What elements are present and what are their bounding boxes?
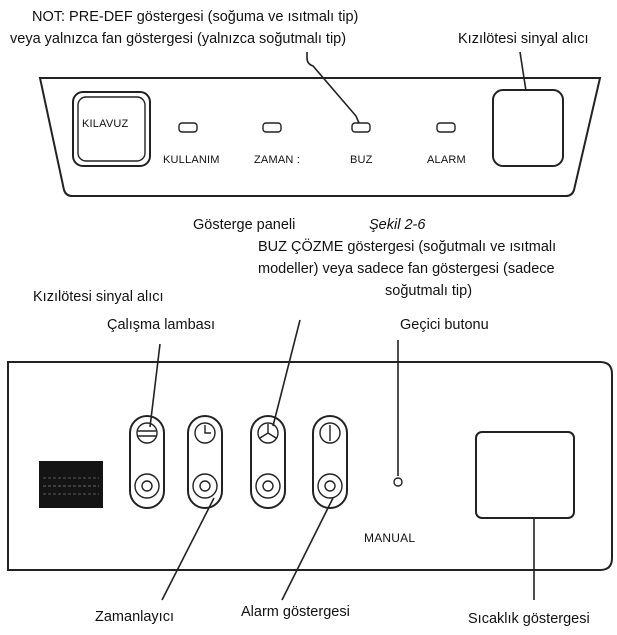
- top-ir-receiver-box: [492, 89, 564, 167]
- leader-alarm: [281, 497, 334, 601]
- lamp-zaman: [262, 122, 282, 133]
- top-panel-outline: [38, 77, 602, 197]
- caption-panel: Gösterge paneli: [193, 217, 296, 233]
- leader-top-ir: [519, 51, 527, 92]
- temporary-button-label: Geçici butonu: [400, 317, 489, 333]
- lamp-alarm: [436, 122, 456, 133]
- operation-lamp-label: Çalışma lambası: [107, 317, 215, 333]
- leader-timer: [161, 497, 215, 601]
- bottom-ir-receiver: [39, 461, 103, 508]
- bottom-ir-receiver-label: Kızılötesi sinyal alıcı: [33, 289, 164, 305]
- lamp-buz: [351, 122, 371, 133]
- pill-timer: [187, 415, 223, 509]
- caption-figure: Şekil 2-6: [369, 217, 426, 233]
- timer-label: Zamanlayıcı: [95, 609, 174, 625]
- alarm-label: Alarm göstergesi: [241, 604, 350, 620]
- lamp-kullanim: [178, 122, 198, 133]
- defrost-note-line2: modeller) veya sadece fan göstergesi (sa…: [258, 261, 555, 277]
- guide-button-outer: [72, 91, 151, 167]
- pill-defrost: [250, 415, 286, 509]
- pill-operation: [129, 415, 165, 509]
- guide-button-label: KILAVUZ: [82, 118, 129, 130]
- temperature-label: Sıcaklık göstergesi: [468, 611, 590, 627]
- top-note-line2: veya yalnızca fan göstergesi (yalnızca s…: [10, 31, 347, 47]
- lamp-label-buz: BUZ: [350, 154, 373, 166]
- pill-alarm: [312, 415, 348, 509]
- defrost-note-line3: soğutmalı tip): [385, 283, 473, 299]
- lamp-label-alarm: ALARM: [427, 154, 466, 166]
- top-note-line1: NOT: PRE-DEF göstergesi (soğuma ve ısıtm…: [32, 9, 359, 25]
- manual-label: MANUAL: [364, 531, 416, 545]
- guide-button-inner: [77, 96, 146, 162]
- defrost-note-line1: BUZ ÇÖZME göstergesi (soğutmalı ve ısıtm…: [258, 239, 557, 255]
- top-ir-receiver-label: Kızılötesi sinyal alıcı: [458, 31, 589, 47]
- leader-top-note: [306, 52, 360, 124]
- bottom-panel-outline: [7, 361, 613, 571]
- temperature-display: [475, 431, 575, 519]
- lamp-label-kullanim: KULLANIM: [163, 154, 220, 166]
- temporary-button-hole: [393, 477, 403, 487]
- leader-operation-lamp: [149, 343, 161, 428]
- lamp-label-zaman: ZAMAN :: [254, 154, 301, 166]
- leader-defrost: [272, 319, 301, 427]
